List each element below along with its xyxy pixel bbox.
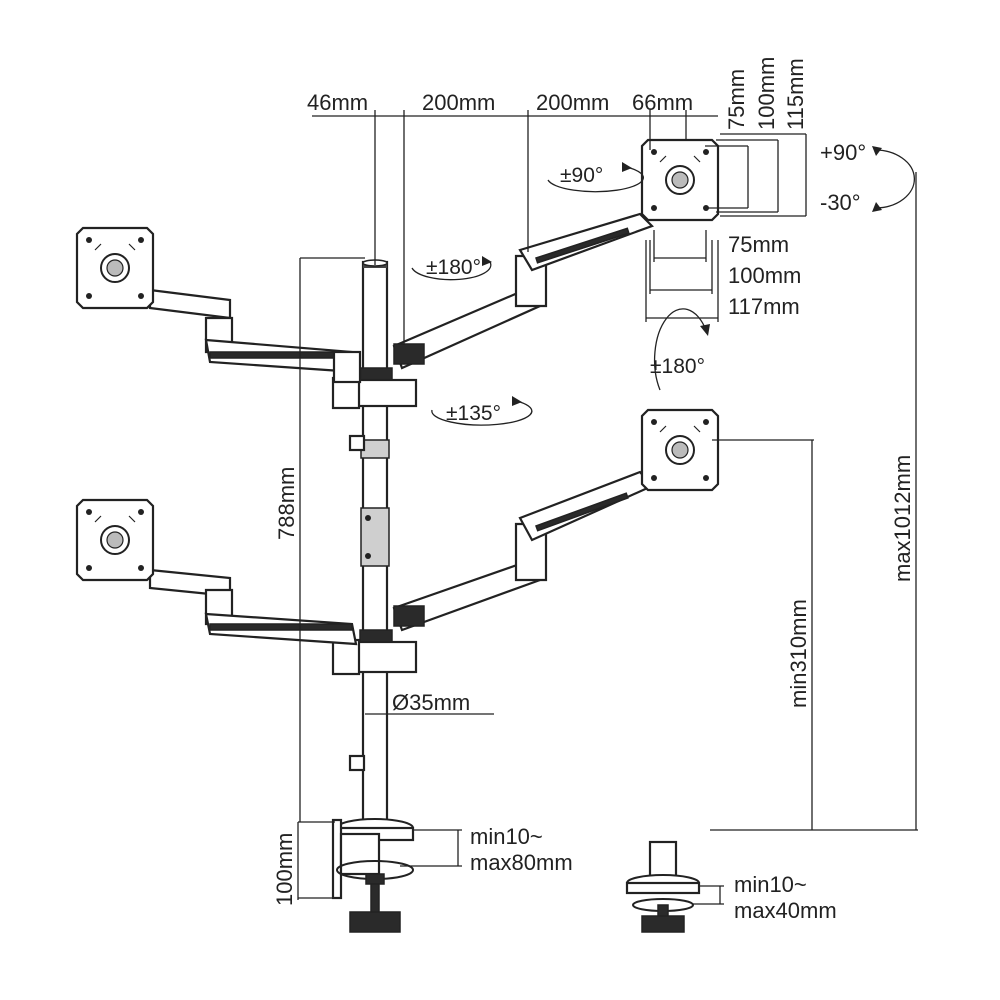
right-lower-arm xyxy=(392,408,720,632)
label-pole-diameter: Ø35mm xyxy=(392,690,470,715)
label-vesa-v-100: 100mm xyxy=(754,57,779,130)
label-rotation-arm-180: ±180° xyxy=(426,256,481,279)
label-clamp-range-1: min10~ xyxy=(470,824,543,849)
label-46mm: 46mm xyxy=(307,90,368,115)
label-clamp-range-2: max80mm xyxy=(470,850,573,875)
rotation-indicators xyxy=(411,146,916,426)
label-rotation-135: ±135° xyxy=(446,402,501,425)
label-66mm: 66mm xyxy=(632,90,693,115)
pole xyxy=(348,259,390,834)
label-vesa-v-75: 75mm xyxy=(724,69,749,130)
label-200mm-a: 200mm xyxy=(422,90,495,115)
label-100mm-clamp: 100mm xyxy=(272,833,297,906)
label-tilt-down: -30° xyxy=(820,190,861,215)
label-rotation-plate-180: ±180° xyxy=(650,355,705,378)
left-upper-arm xyxy=(75,226,362,384)
left-lower-arm xyxy=(75,498,358,646)
label-grommet-range-1: min10~ xyxy=(734,872,807,897)
dimension-lines xyxy=(297,110,918,905)
label-vesa-v-115: 115mm xyxy=(783,58,808,130)
label-200mm-b: 200mm xyxy=(536,90,609,115)
label-grommet-range-2: max40mm xyxy=(734,898,837,923)
desk-clamp xyxy=(331,818,415,933)
label-rotation-90: ±90° xyxy=(560,164,603,187)
label-788mm: 788mm xyxy=(274,467,299,540)
lower-collar xyxy=(331,629,418,676)
label-tilt-up: +90° xyxy=(820,140,866,165)
upper-collar xyxy=(331,367,418,410)
label-max1012mm: max1012mm xyxy=(890,455,915,582)
label-vesa-h-75: 75mm xyxy=(728,232,789,257)
label-vesa-h-117: 117mm xyxy=(728,294,800,319)
right-upper-arm xyxy=(392,138,720,370)
dimension-labels: 46mm 200mm 200mm 66mm 75mm 100mm 115mm +… xyxy=(272,57,915,923)
label-vesa-h-100: 100mm xyxy=(728,263,801,288)
grommet-mount xyxy=(625,840,701,933)
label-min310mm: min310mm xyxy=(786,599,811,708)
